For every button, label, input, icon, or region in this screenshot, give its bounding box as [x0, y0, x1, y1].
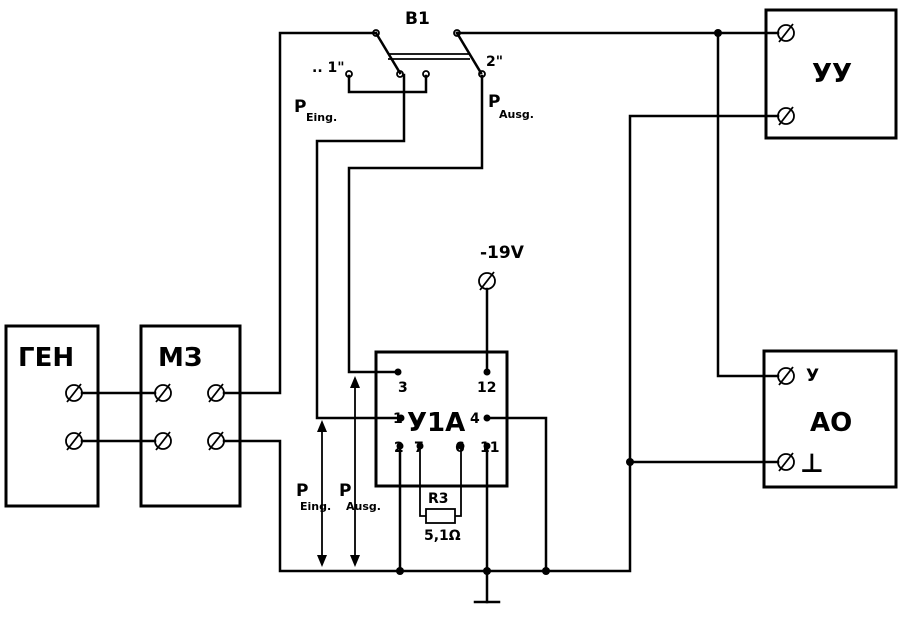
gen-label: ГЕН — [18, 343, 74, 373]
terminal-ao-y — [777, 366, 795, 386]
switch-b1 — [345, 29, 486, 78]
p-in-bottom-label: P — [296, 481, 308, 501]
p-out-top-sub: Ausg. — [499, 108, 534, 121]
p-out-bottom-sub: Ausg. — [346, 500, 381, 513]
pin-1-label: 1 — [393, 411, 403, 427]
switch-pos1-label: .. 1" — [312, 60, 345, 76]
mz-label: МЗ — [158, 343, 202, 373]
ao-y-label: У — [806, 366, 819, 386]
pin-12-label: 12 — [477, 380, 496, 396]
terminal-mz-in-1 — [154, 383, 172, 403]
p-out-top-label: P — [488, 92, 500, 112]
p-in-top-label: P — [294, 97, 306, 117]
ao-label: АО — [810, 408, 852, 438]
uu-label: УУ — [812, 59, 852, 89]
pin-4-label: 4 — [470, 411, 480, 427]
terminal-gen-2 — [65, 431, 83, 451]
mz-block — [139, 324, 242, 508]
terminal-uu-1 — [777, 23, 795, 43]
pin-2-label: 2 — [394, 440, 404, 456]
supply-label: -19V — [480, 243, 525, 263]
wiring — [80, 31, 780, 604]
p-in-top-sub: Eing. — [306, 111, 337, 124]
terminal-mz-out-2 — [207, 431, 225, 451]
pin-7-label: 7 — [414, 440, 424, 456]
terminal-mz-in-2 — [154, 431, 172, 451]
terminal-uu-2 — [777, 106, 795, 126]
terminal-supply — [478, 271, 496, 291]
uu-block — [764, 8, 898, 140]
gen-block — [4, 324, 100, 508]
pin-3-label: 3 — [398, 380, 408, 396]
resistor-value: 5,1Ω — [424, 528, 461, 544]
pin-11-label: 11 — [480, 440, 499, 456]
junction-dots — [394, 29, 722, 575]
measure-arrows — [317, 376, 360, 567]
terminal-mz-out-1 — [207, 383, 225, 403]
ao-ground-label: ⊥ — [800, 449, 824, 479]
resistor-name: R3 — [428, 491, 449, 507]
ao-block — [762, 349, 898, 489]
chip-label: У1А — [407, 408, 465, 438]
p-in-bottom-sub: Eing. — [300, 500, 331, 513]
terminal-ao-ground — [777, 452, 795, 472]
switch-pos2-label: 2" — [486, 54, 503, 70]
pin-6-label: 6 — [455, 440, 465, 456]
terminal-gen-1 — [65, 383, 83, 403]
p-out-bottom-label: P — [339, 481, 351, 501]
switch-label: B1 — [405, 9, 430, 29]
